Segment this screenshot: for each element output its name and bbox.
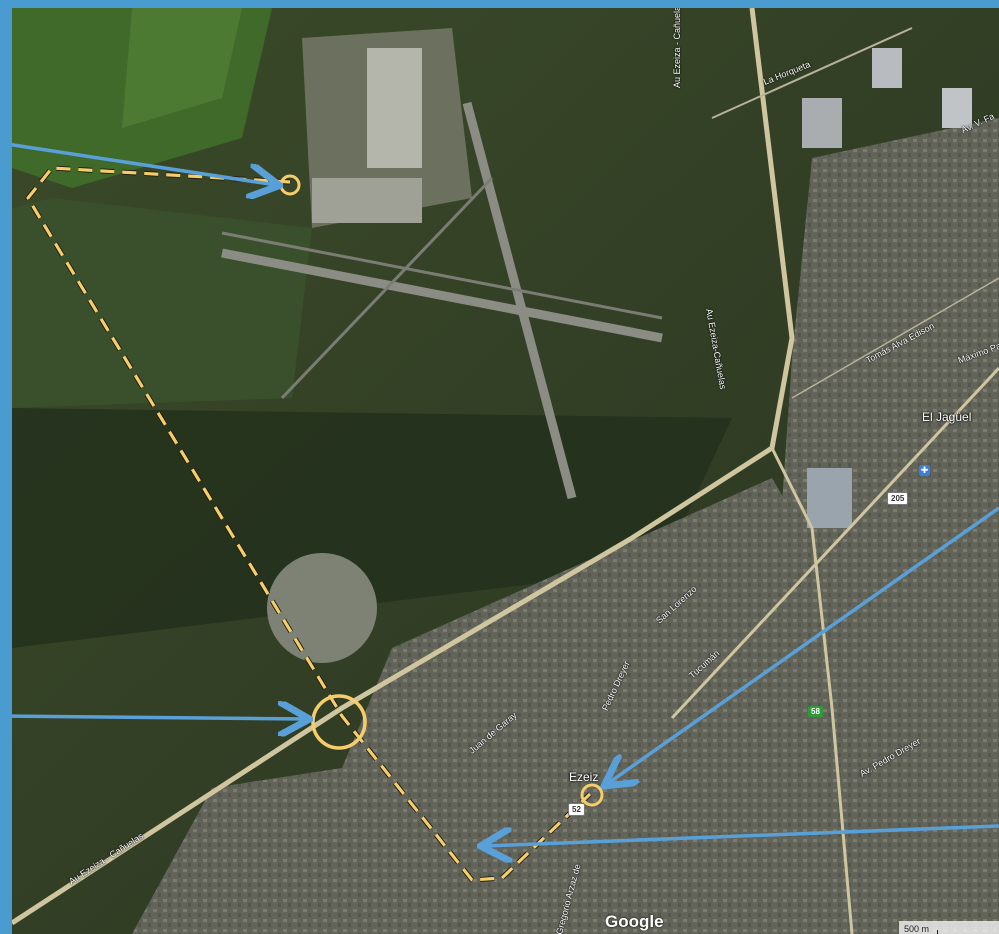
industrial-block — [942, 88, 972, 128]
terminal-building — [312, 178, 422, 223]
arrow-pointer-route — [484, 824, 999, 846]
road-tomas-alva-edison — [791, 277, 999, 399]
route-shield-58: 58 — [808, 706, 823, 717]
industrial-block — [802, 98, 842, 148]
terminal-building — [367, 48, 422, 168]
scale-bar: 500 m — [899, 921, 999, 934]
road-la-horqueta — [711, 27, 913, 119]
map-canvas[interactable] — [12, 8, 999, 934]
field-area — [122, 8, 242, 128]
taxiway — [280, 176, 494, 400]
industrial-block — [807, 468, 852, 528]
highway-ezeiza-canuelas — [770, 447, 854, 934]
route-shield-205: 205 — [887, 492, 909, 505]
urban-area — [342, 478, 872, 934]
google-logo: Google — [605, 912, 664, 931]
arrow-pointer-junction — [12, 716, 306, 719]
street-label: Au Ezeiza - Cañuelas — [672, 8, 682, 88]
industrial-block — [872, 48, 902, 88]
field-area — [12, 198, 312, 408]
arrow-pointer-ezeiza — [607, 506, 999, 784]
scale-label: 500 m — [904, 924, 930, 934]
wetland-area — [12, 408, 732, 648]
scale-ruler — [937, 930, 999, 934]
ezeiza-marker[interactable] — [580, 783, 604, 807]
place-label-ezeiza: Ezeiz — [569, 770, 599, 784]
urban-area — [132, 768, 472, 934]
arrow-pointer-airport — [12, 143, 276, 185]
runway — [221, 248, 663, 343]
prison-complex — [267, 553, 377, 663]
route-shield-small: 52 — [568, 803, 585, 816]
road-205 — [670, 366, 999, 720]
hospital-icon: ✚ — [919, 465, 930, 476]
route-path-highlight — [26, 166, 592, 882]
satellite-map[interactable]: La Horqueta Au Ezeiza - Cañuelas Au Ezei… — [12, 8, 999, 934]
place-label-el-jaguel: El Jagüel — [922, 410, 972, 424]
highway-ezeiza-canuelas — [12, 8, 795, 926]
runway — [462, 101, 577, 500]
taxiway — [221, 231, 663, 320]
